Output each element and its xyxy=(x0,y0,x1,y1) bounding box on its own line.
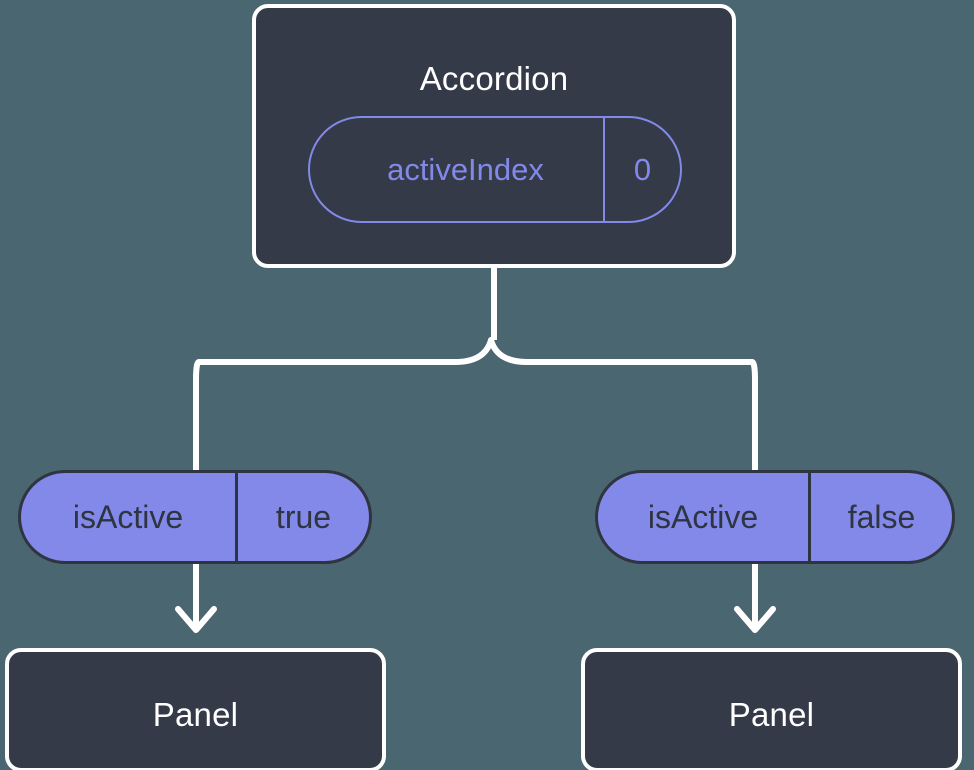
fork-line xyxy=(196,337,755,365)
branch-line-left xyxy=(193,359,202,473)
state-pill-value: 0 xyxy=(603,118,680,221)
branch-line-right xyxy=(749,359,758,473)
prop-pill-key: isActive xyxy=(647,498,759,535)
prop-pill-value: true xyxy=(235,473,369,561)
arrow-head-right-icon xyxy=(734,606,776,633)
prop-pill-is-active-true[interactable]: isActive true xyxy=(18,470,372,564)
node-panel-left[interactable]: Panel xyxy=(5,648,386,770)
state-pill-key: activeIndex xyxy=(387,151,544,187)
node-panel-left-title: Panel xyxy=(152,696,239,733)
state-pill-active-index[interactable]: activeIndex 0 xyxy=(308,116,682,223)
node-accordion-title: Accordion xyxy=(419,60,569,97)
prop-pill-key: isActive xyxy=(72,498,184,535)
arrow-head-left-icon xyxy=(175,606,217,633)
prop-pill-value: false xyxy=(808,473,952,561)
prop-pill-is-active-false[interactable]: isActive false xyxy=(595,470,955,564)
node-panel-right-title: Panel xyxy=(728,696,815,733)
node-panel-right[interactable]: Panel xyxy=(581,648,962,770)
